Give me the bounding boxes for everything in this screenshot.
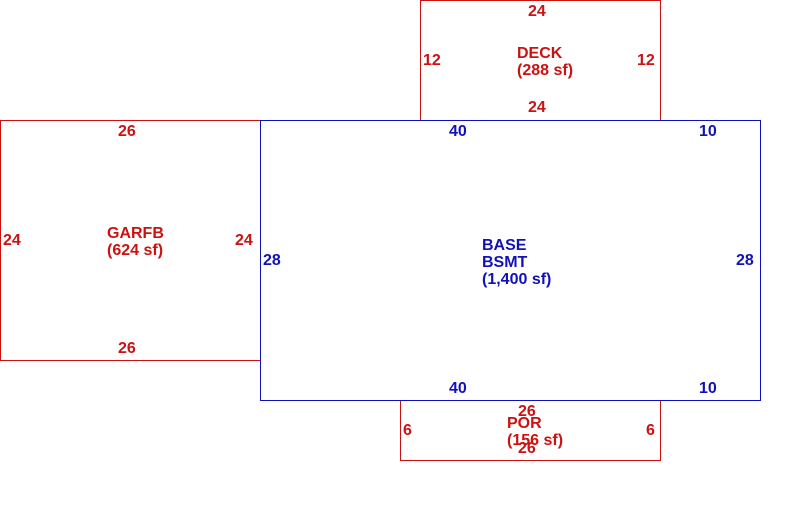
garage-dim-right: 24 [235,232,253,249]
deck-name: DECK [517,45,563,62]
base-outline [260,120,761,401]
base-label: BASE BSMT (1,400 sf) [482,237,551,288]
porch-area: (156 sf) [507,432,564,449]
base-name-2: BSMT [482,254,528,271]
deck-area: (288 sf) [517,62,574,79]
deck-dim-left: 12 [423,52,441,69]
base-dim-left: 28 [263,252,281,269]
base-dim-top-a: 40 [449,123,467,140]
porch-dim-right: 6 [646,422,655,439]
deck-label: DECK (288 sf) [517,45,573,79]
base-dim-top-b: 10 [699,123,717,140]
garage-label: GARFB (624 sf) [107,225,164,259]
base-dim-right: 28 [736,252,754,269]
deck-dim-top: 24 [528,3,546,20]
porch-dim-bottom: 26 [518,440,536,457]
porch-name: POR [507,415,542,432]
garage-dim-bottom: 26 [118,340,136,357]
garage-area: (624 sf) [107,242,164,259]
garage-dim-left: 24 [3,232,21,249]
base-dim-bottom-b: 10 [699,380,717,397]
deck-dim-right: 12 [637,52,655,69]
porch-label: POR (156 sf) [507,415,563,449]
garage-dim-top: 26 [118,123,136,140]
base-area: (1,400 sf) [482,271,552,288]
garage-name: GARFB [107,225,164,242]
base-name: BASE [482,237,527,254]
porch-dim-top: 26 [518,403,536,420]
deck-dim-bottom: 24 [528,99,546,116]
base-dim-bottom-a: 40 [449,380,467,397]
porch-dim-left: 6 [403,422,412,439]
